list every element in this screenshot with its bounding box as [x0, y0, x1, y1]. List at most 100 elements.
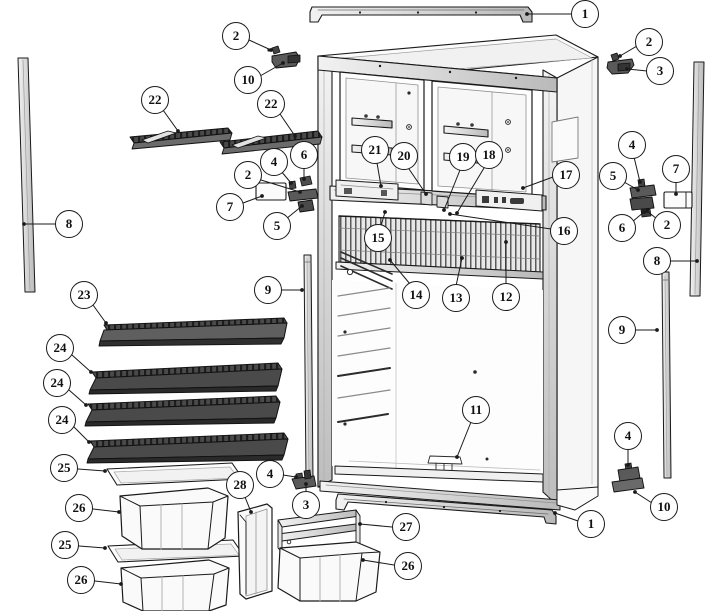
callout-27[interactable]: 27: [392, 513, 420, 541]
part-hinge-mid-right: [629, 178, 693, 218]
callout-7[interactable]: 7: [216, 193, 244, 221]
leader-tip-2: [645, 209, 649, 213]
callout-10[interactable]: 10: [234, 66, 262, 94]
leader-tip-2: [298, 190, 302, 194]
leader-tip-1: [553, 511, 557, 515]
leader-tip-22: [293, 134, 297, 138]
leader-line-22: [162, 109, 179, 132]
leader-tip-26: [119, 582, 123, 586]
part-door-bin-assembly: [277, 509, 381, 602]
callout-2[interactable]: 2: [222, 22, 250, 50]
callout-28[interactable]: 28: [226, 471, 254, 499]
part-shelf-24-c: [86, 432, 289, 464]
part-divider-panel: [237, 503, 273, 600]
leader-tip-14: [388, 258, 392, 262]
part-cabinet-floor: [319, 455, 599, 511]
callout-1[interactable]: 1: [571, 0, 599, 28]
callout-24[interactable]: 24: [43, 369, 71, 397]
callout-2[interactable]: 2: [653, 211, 681, 239]
callout-22[interactable]: 22: [257, 90, 285, 118]
callout-4[interactable]: 4: [256, 460, 284, 488]
leader-line-21: [376, 162, 382, 187]
leader-tip-18: [455, 211, 459, 215]
callout-1[interactable]: 1: [577, 510, 605, 538]
leader-tip-3: [304, 482, 308, 486]
leader-line-26: [362, 559, 395, 566]
callout-25[interactable]: 25: [51, 531, 79, 559]
callout-12[interactable]: 12: [492, 283, 520, 311]
leader-line-11: [456, 421, 472, 458]
callout-20[interactable]: 20: [390, 142, 418, 170]
leader-tip-13: [460, 256, 464, 260]
callout-5[interactable]: 5: [263, 212, 291, 240]
callout-24[interactable]: 24: [46, 334, 74, 362]
leader-tip-7: [674, 192, 678, 196]
leader-tip-3: [625, 67, 629, 71]
callout-6[interactable]: 6: [608, 214, 636, 242]
leader-tip-25: [103, 469, 107, 473]
callout-4[interactable]: 4: [260, 148, 288, 176]
callout-17[interactable]: 17: [552, 161, 580, 189]
callout-21[interactable]: 21: [361, 136, 389, 164]
leader-line-18: [456, 167, 485, 214]
leader-tip-26: [361, 558, 365, 562]
part-shelf-23: [98, 317, 288, 347]
callout-13[interactable]: 13: [442, 284, 470, 312]
leader-tip-21: [379, 184, 383, 188]
leader-tip-25: [103, 546, 107, 550]
callout-9[interactable]: 9: [608, 316, 636, 344]
leader-tip-23: [104, 321, 108, 325]
part-slim-rail-left: [303, 254, 314, 479]
callout-26[interactable]: 26: [67, 566, 95, 594]
callout-8[interactable]: 8: [643, 247, 671, 275]
part-shelf-24-b: [84, 395, 281, 427]
callout-2[interactable]: 2: [234, 161, 262, 189]
leader-line-15: [380, 211, 386, 227]
callout-18[interactable]: 18: [475, 141, 503, 169]
leader-tip-4: [626, 463, 630, 467]
leader-line-17: [522, 176, 554, 189]
callout-26[interactable]: 26: [394, 552, 422, 580]
callout-6[interactable]: 6: [290, 141, 318, 169]
callout-23[interactable]: 23: [70, 281, 98, 309]
leader-line-13: [455, 257, 463, 287]
callout-22[interactable]: 22: [141, 86, 169, 114]
leader-line-4: [282, 474, 297, 478]
callout-2[interactable]: 2: [635, 28, 663, 56]
callout-7[interactable]: 7: [662, 155, 690, 183]
callout-5[interactable]: 5: [599, 162, 627, 190]
leader-tip-7: [260, 194, 264, 198]
leader-tip-12: [504, 240, 508, 244]
leader-lines: [22, 12, 699, 586]
leader-tip-6: [302, 177, 306, 181]
callout-19[interactable]: 19: [449, 143, 477, 171]
callout-9[interactable]: 9: [254, 276, 282, 304]
leader-tip-6: [642, 210, 646, 214]
leader-tip-8: [22, 222, 26, 226]
callout-15[interactable]: 15: [364, 224, 392, 252]
leader-tip-15: [383, 210, 387, 214]
leader-line-2: [248, 39, 272, 51]
callout-4[interactable]: 4: [614, 422, 642, 450]
callout-24[interactable]: 24: [48, 406, 76, 434]
callout-14[interactable]: 14: [402, 281, 430, 309]
leader-tip-5: [300, 204, 304, 208]
leader-line-10: [259, 62, 284, 77]
leader-tip-16: [448, 212, 452, 216]
part-crisper-cover-a: [106, 462, 244, 486]
callout-26[interactable]: 26: [65, 494, 93, 522]
part-leg-bottom-right: [611, 462, 645, 493]
leader-tip-24: [89, 370, 93, 374]
leader-line-1: [554, 512, 579, 522]
callout-25[interactable]: 25: [50, 454, 78, 482]
leader-line-3: [626, 68, 648, 72]
callout-10[interactable]: 10: [650, 493, 678, 521]
callout-16[interactable]: 16: [550, 217, 578, 245]
leader-tip-9: [655, 328, 659, 332]
callout-4[interactable]: 4: [618, 131, 646, 159]
callout-11[interactable]: 11: [462, 396, 490, 424]
callout-3[interactable]: 3: [646, 57, 674, 85]
callout-8[interactable]: 8: [55, 210, 83, 238]
callout-3[interactable]: 3: [292, 491, 320, 519]
leader-line-20: [408, 168, 427, 195]
